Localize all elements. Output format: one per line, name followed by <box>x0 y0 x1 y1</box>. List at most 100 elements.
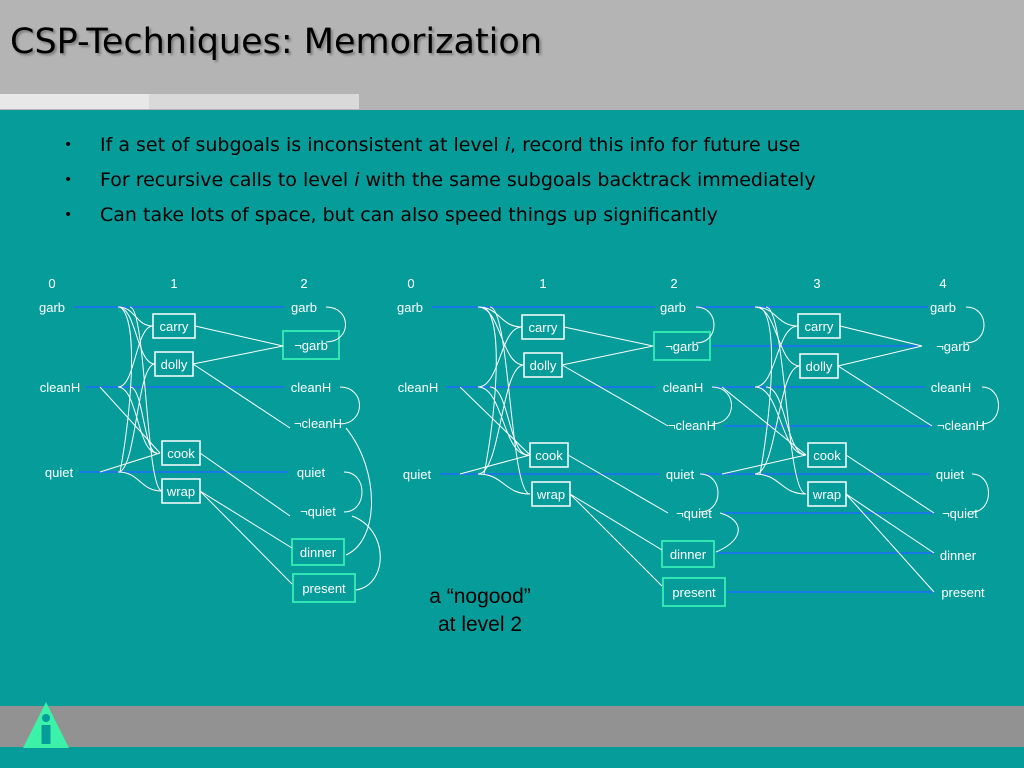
precondition-link <box>117 306 156 365</box>
mutex-arc <box>351 515 381 591</box>
precondition-link <box>754 306 799 327</box>
precondition-link <box>754 473 807 495</box>
nogood-prop-box-label: dinner <box>300 545 337 560</box>
effect-link <box>845 493 935 593</box>
prop-label: ¬quiet <box>676 506 712 521</box>
nogood-prop-box <box>662 577 726 607</box>
header-accent-bar <box>149 94 359 109</box>
precondition-link <box>477 306 523 328</box>
precondition-link <box>754 386 807 456</box>
nogood-prop-box <box>282 330 340 360</box>
precondition-link <box>117 325 154 388</box>
prop-label: ¬quiet <box>300 504 336 519</box>
effect-link <box>194 325 284 347</box>
precondition-link <box>765 306 807 495</box>
nogood-prop-box-label: ¬garb <box>294 338 328 353</box>
nogood-prop-box-label: present <box>672 585 716 600</box>
header-band: CSP-Techniques: Memorization <box>0 0 1024 110</box>
bullet-dot: • <box>64 172 73 188</box>
effect-link <box>567 454 669 514</box>
prop-label: quiet <box>666 467 695 482</box>
effect-link <box>837 365 933 427</box>
action-box-label: dolly <box>530 358 557 373</box>
prop-label: garb <box>397 300 423 315</box>
info-logo-icon <box>23 702 69 748</box>
prop-label: present <box>941 585 985 600</box>
nogood-caption: a “nogood” at level 2 <box>429 585 531 636</box>
bullet-item: •For recursive calls to level i with the… <box>64 163 816 198</box>
precondition-link <box>765 386 807 456</box>
effect-link <box>99 386 161 454</box>
prop-label: cleanH <box>931 380 971 395</box>
effect-link <box>99 452 161 473</box>
precondition-link <box>477 473 531 495</box>
action-box-label: carry <box>160 319 189 334</box>
nogood-prop-box-label: ¬garb <box>665 339 699 354</box>
prop-label: ¬cleanH <box>937 418 985 433</box>
mutex-arc <box>695 306 715 344</box>
effect-link <box>192 345 284 365</box>
action-box-label: wrap <box>812 487 841 502</box>
prop-label: garb <box>930 300 956 315</box>
footer-band <box>0 706 1024 747</box>
precondition-link <box>754 325 799 388</box>
nogood-prop-box <box>292 573 356 603</box>
nogood-prop-box <box>653 331 711 361</box>
mutex-arc <box>339 386 360 425</box>
header-accent-bar <box>0 94 149 109</box>
prop-label: quiet <box>297 465 326 480</box>
precondition-link <box>754 365 801 475</box>
mutex-arc <box>345 427 372 556</box>
bullet-item: •If a set of subgoals is inconsistent at… <box>64 128 816 163</box>
nogood-prop-box <box>291 538 345 566</box>
effect-link <box>459 386 531 456</box>
precondition-link <box>119 306 133 473</box>
mutex-arc <box>699 473 719 513</box>
prop-label: cleanH <box>40 380 80 395</box>
action-box-label: wrap <box>536 487 565 502</box>
effect-link <box>721 386 807 456</box>
precondition-link <box>489 306 531 495</box>
prop-label: cleanH <box>291 380 331 395</box>
effect-link <box>837 345 923 367</box>
precondition-link <box>477 326 523 388</box>
level-number: 2 <box>670 276 677 291</box>
prop-label: ¬cleanH <box>668 418 716 433</box>
prop-label: garb <box>39 300 65 315</box>
effect-link <box>845 493 935 554</box>
level-number: 0 <box>407 276 414 291</box>
prop-label: quiet <box>936 467 965 482</box>
level-number: 0 <box>48 276 55 291</box>
effect-link <box>569 493 663 587</box>
precondition-link <box>129 306 163 492</box>
bullet-item: •Can take lots of space, but can also sp… <box>64 198 816 233</box>
effect-link <box>563 326 654 347</box>
effect-link <box>561 364 669 427</box>
nogood-prop-box <box>661 540 715 568</box>
action-box-label: cook <box>167 446 195 461</box>
mutex-arc <box>971 473 989 513</box>
effect-link <box>199 490 293 585</box>
mutex-arc <box>711 386 732 425</box>
nogood-prop-box-label: present <box>302 581 346 596</box>
level-number: 3 <box>813 276 820 291</box>
action-box-label: wrap <box>166 484 195 499</box>
precondition-link <box>483 306 497 475</box>
mutex-arc <box>325 306 346 343</box>
action-box-label: dolly <box>161 357 188 372</box>
effect-link <box>845 454 935 514</box>
mutex-arc <box>981 386 999 425</box>
prop-label: ¬garb <box>936 339 970 354</box>
bullet-dot: • <box>64 137 73 153</box>
slide-title: CSP-Techniques: Memorization <box>10 22 543 62</box>
effect-link <box>721 454 807 475</box>
level-number: 1 <box>539 276 546 291</box>
bullet-dot: • <box>64 207 73 223</box>
bullet-list: •If a set of subgoals is inconsistent at… <box>64 128 816 233</box>
prop-label: garb <box>291 300 317 315</box>
mutex-arc <box>965 306 985 344</box>
effect-link <box>839 325 923 347</box>
action-box-label: carry <box>805 319 834 334</box>
level-number: 4 <box>939 276 946 291</box>
